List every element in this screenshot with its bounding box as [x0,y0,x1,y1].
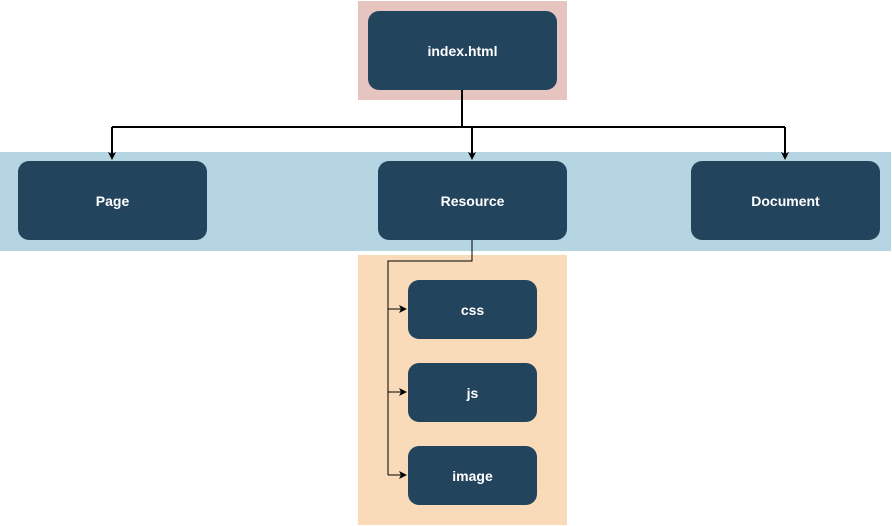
node-js[interactable]: js [408,363,537,422]
node-resource[interactable]: Resource [378,161,567,240]
node-css-label: css [460,301,485,318]
node-page-label: Page [95,192,130,209]
connector-resource-trunk [387,240,473,475]
node-index-html[interactable]: index.html [368,11,557,90]
node-resource-label: Resource [440,192,505,209]
node-document-label: Document [751,192,820,209]
node-image-label: image [452,467,493,484]
node-image[interactable]: image [408,446,537,505]
node-js-label: js [466,384,479,401]
node-css[interactable]: css [408,280,537,339]
node-document[interactable]: Document [691,161,880,240]
node-index-html-label: index.html [427,42,498,59]
node-page[interactable]: Page [18,161,207,240]
